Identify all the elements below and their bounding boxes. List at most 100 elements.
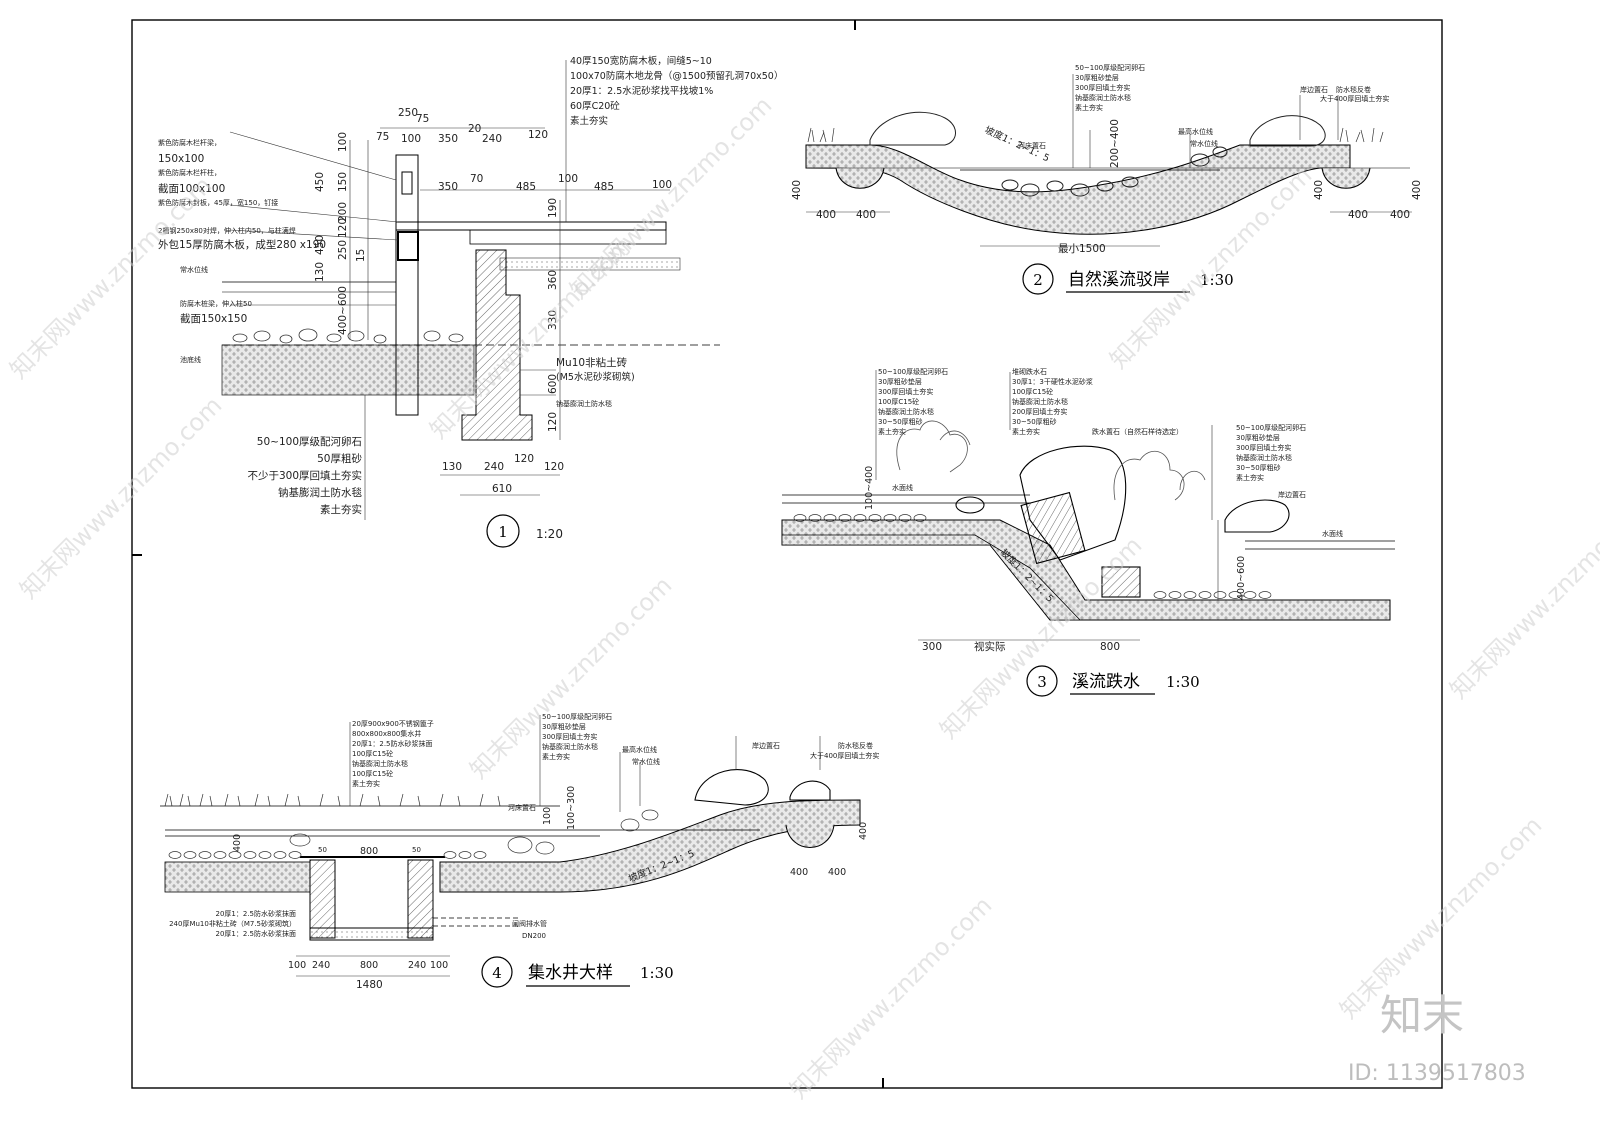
d1-note-top: 40厚150宽防腐木板，间缝5~10 (570, 55, 712, 67)
d1-pond-bed (221, 344, 475, 396)
d2-dim: 400 (1390, 209, 1410, 221)
d3-rocks (955, 445, 1290, 598)
d4-note: 240厚Mu10非粘土砖（M7.5砂浆砌筑） (169, 919, 296, 928)
d4-dim: 240 (408, 960, 426, 971)
d3-note: 50~100厚级配河卵石 (878, 367, 948, 376)
d1-dim: 610 (492, 483, 512, 495)
detail-2: 50~100厚级配河卵石 30厚粗砂垫层 300厚回填土夯实 钠基膨润土防水毯 … (791, 63, 1423, 295)
d2-grass (807, 127, 1384, 143)
d2-label: 岸边置石 (1300, 85, 1328, 94)
d2-dim: 最小1500 (1058, 243, 1106, 255)
d2-dim: 200~400 (1109, 119, 1121, 168)
d1-note-left: 紫色防腐木栏杆柱， (158, 168, 221, 177)
watermark-text: 知末网www.znzmo.com (784, 891, 997, 1104)
d3-notes-right: 50~100厚级配河卵石 30厚粗砂垫层 300厚回填土夯实 钠基膨润土防水毯 … (1236, 423, 1306, 482)
d4-label: 大于400厚回填土夯实 (810, 751, 879, 760)
d2-title: 自然溪流驳岸 (1068, 270, 1170, 290)
d4-note: 30厚粗砂垫层 (542, 722, 586, 731)
d2-label: 最高水位线 (1178, 127, 1213, 136)
d4-pebbles (168, 809, 659, 859)
d3-note: 素土夯实 (1236, 473, 1264, 482)
d4-notes-mid: 50~100厚级配河卵石 30厚粗砂垫层 300厚回填土夯实 钠基膨润土防水毯 … (542, 712, 612, 761)
d1-note-left: 防腐木桩梁，伸入柱50 (180, 299, 252, 308)
d4-footing (785, 824, 835, 848)
d4-label: 常水位线 (632, 757, 660, 766)
d3-dim: 400~600 (1236, 556, 1247, 600)
d1-dim: 450 (314, 235, 326, 255)
d1-note-bottom: 素土夯实 (320, 503, 362, 516)
d3-note: 30~50厚粗砂 (1012, 417, 1057, 426)
d2-dim: 400 (1313, 180, 1325, 200)
d2-rocks (869, 111, 1326, 197)
d1-note-right: (M5水泥砂浆砌筑) (556, 371, 635, 383)
d4-dim: 50 (412, 846, 421, 854)
d4-note: 20厚900x900不锈钢篦子 (352, 719, 434, 728)
d1-dim: 120 (337, 218, 349, 238)
d1-dim: 100 (337, 132, 349, 152)
d1-dim: 240 (482, 133, 502, 145)
d4-note: 钠基膨润土防水毯 (542, 742, 598, 751)
d1-dim: 200 (337, 202, 349, 222)
d3-note: 堆砌跌水石 (1012, 367, 1047, 376)
d4-title-block: 4 集水井大样 1:30 (481, 956, 674, 988)
d4-dim: 100 (288, 960, 306, 971)
d4-label: DN200 (522, 932, 546, 940)
d4-label: 最高水位线 (622, 745, 657, 754)
d1-dim: 20 (468, 123, 481, 135)
d4-note: 50~100厚级配河卵石 (542, 712, 612, 721)
watermark-text: 知末网www.znzmo.com (1444, 491, 1600, 704)
d3-label: 跌水置石（自然石样待选定） (1092, 427, 1183, 436)
d1-note-left: 常水位线 (180, 265, 208, 274)
d1-dim: 190 (547, 198, 559, 218)
d1-note-left: 紫色防腐木封板，45厚，宽150，钉接 (158, 198, 278, 207)
d1-dims-right: 190 360 330 600 120 (547, 198, 561, 440)
d3-dim: 视实际 (974, 640, 1006, 653)
d1-note-left: 池底线 (180, 355, 201, 364)
d1-note-left: 150x100 (158, 153, 204, 165)
d1-note-right: Mu10非粘土砖 (556, 356, 628, 369)
d1-dim: 360 (547, 270, 559, 290)
d3-note: 素土夯实 (1012, 427, 1040, 436)
d3-note: 钠基膨润土防水毯 (878, 407, 934, 416)
d3-note: 300厚回填土夯实 (1236, 443, 1291, 452)
d4-dim: 400 (828, 867, 846, 878)
d3-notes-mid: 堆砌跌水石 30厚1：3干硬性水泥砂浆 100厚C15砼 钠基膨润土防水毯 20… (1012, 367, 1093, 436)
d3-dims: 100~400 400~600 300 视实际 800 (864, 466, 1247, 653)
d3-scale: 1:30 (1166, 673, 1200, 691)
d1-dim: 240 (484, 461, 504, 473)
d1-dim: 70 (470, 173, 483, 185)
d1-note-left: 2槽钢250x80对焊，伸入柱内50，与柱满焊 (158, 226, 296, 235)
d4-dim: 800 (360, 846, 378, 857)
d1-dims-row2: 350 70 485 100 485 100 (420, 173, 672, 193)
d1-notes-right: Mu10非粘土砖 (M5水泥砂浆砌筑) 钠基膨润土防水毯 (556, 356, 635, 408)
d4-dim: 240 (312, 960, 330, 971)
d1-label: 1 1:20 (486, 514, 563, 548)
d1-note-left: 紫色防腐木栏杆梁， (158, 138, 221, 147)
d1-dim: 330 (547, 310, 559, 330)
d3-note: 200厚回填土夯实 (1012, 407, 1067, 416)
d1-dim: 75 (416, 113, 429, 125)
d1-dim: 350 (438, 133, 458, 145)
d3-note: 100厚C15砼 (1012, 387, 1053, 396)
d1-dim: 485 (594, 181, 614, 193)
d4-label: 防水毯反卷 (838, 741, 873, 750)
d4-notes-bottom: 20厚1：2.5防水砂浆抹面 240厚Mu10非粘土砖（M7.5砂浆砌筑） 20… (169, 909, 296, 938)
d4-channel (439, 799, 861, 893)
d3-number: 3 (1037, 673, 1047, 691)
d4-well-wall-right (407, 859, 434, 939)
d1-post (395, 154, 419, 416)
d4-note: 钠基膨润土防水毯 (352, 759, 408, 768)
d2-label: 防水毯反卷 (1336, 85, 1371, 94)
detail-4: 20厚900x900不锈钢篦子 800x800x800集水井 20厚1：2.5防… (160, 712, 879, 991)
d2-dim: 400 (816, 209, 836, 221)
d3-note: 30~50厚粗砂 (1236, 463, 1281, 472)
d3-note: 钠基膨润土防水毯 (1012, 397, 1068, 406)
d3-pebbles (793, 514, 1272, 599)
d4-note: 100厚C15砼 (352, 769, 393, 778)
d3-label: 岸边置石 (1278, 490, 1306, 499)
d3-note: 素土夯实 (878, 427, 906, 436)
d1-note-bottom: 钠基膨润土防水毯 (278, 486, 362, 499)
d3-notes-left: 50~100厚级配河卵石 30厚粗砂垫层 300厚回填土夯实 100厚C15砼 … (878, 367, 948, 436)
d1-note-left: 外包15厚防腐木板，成型280 x190 (158, 238, 326, 251)
d1-number: 1 (498, 523, 508, 541)
